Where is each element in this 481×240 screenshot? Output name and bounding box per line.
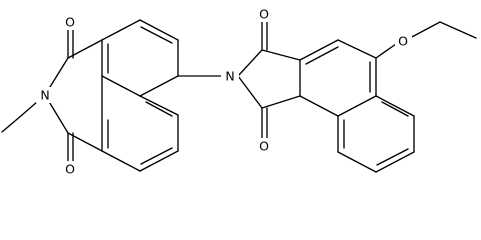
structure-drawing: O O N N O O O bbox=[1, 6, 477, 177]
imide-ring-center bbox=[237, 21, 301, 139]
molecule-svg: O O N N O O O bbox=[1, 6, 477, 177]
atom-o-top-center: O bbox=[259, 7, 269, 22]
atom-n-center: N bbox=[225, 69, 234, 84]
naphthalene-core-left bbox=[101, 19, 179, 172]
atom-o-bottom-center: O bbox=[259, 139, 269, 154]
atom-o-bottom-left: O bbox=[65, 162, 75, 177]
naphthalene-right bbox=[299, 21, 477, 173]
atom-o-ether: O bbox=[398, 34, 408, 49]
atom-n-left: N bbox=[40, 88, 49, 103]
atom-o-top-left: O bbox=[65, 15, 75, 30]
atom-labels: O O N N O O O bbox=[36, 6, 412, 177]
